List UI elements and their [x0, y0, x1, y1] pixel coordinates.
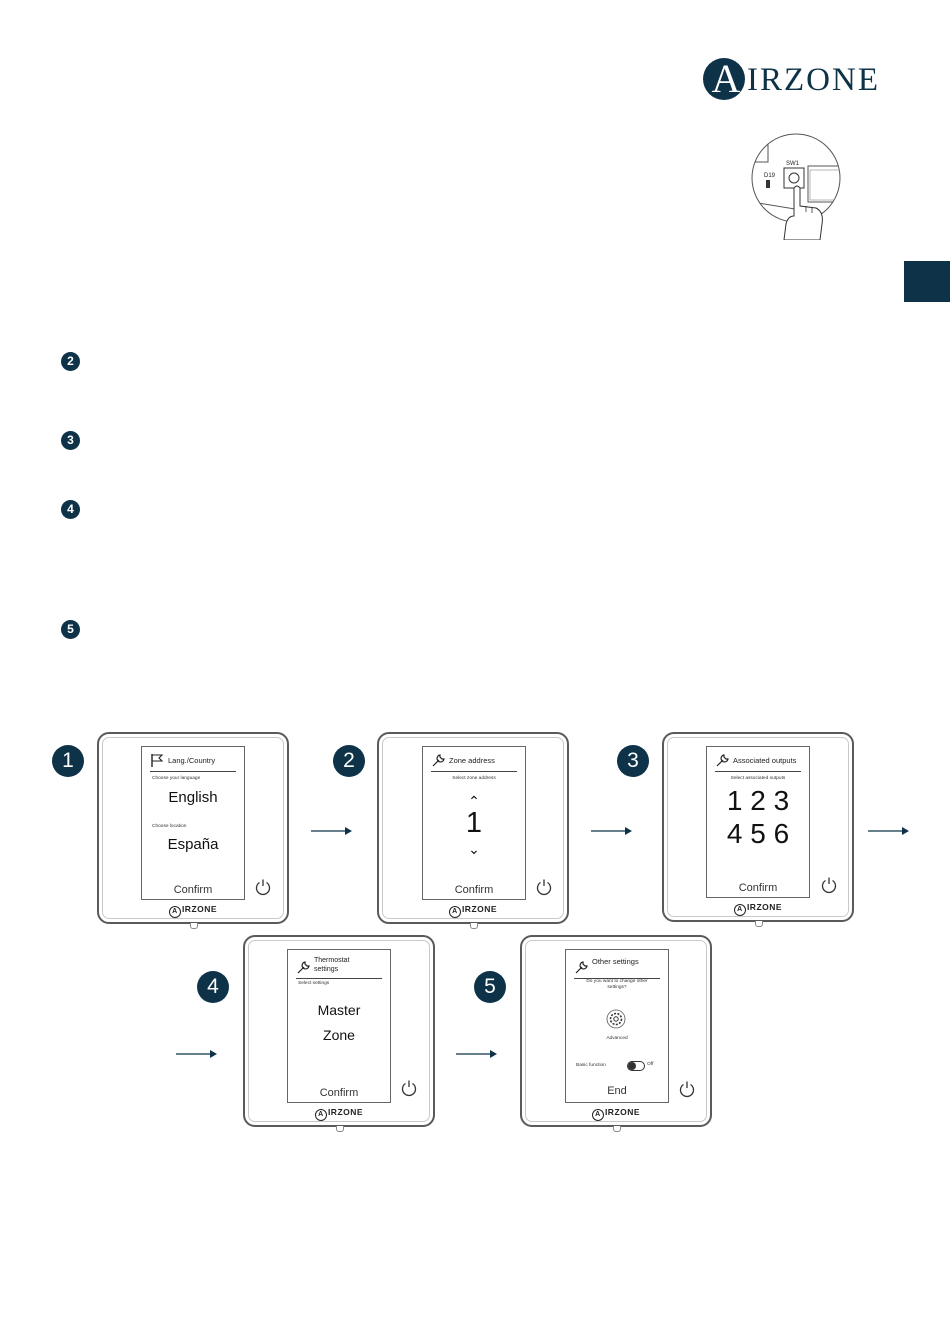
step-bullet-2: 2 — [61, 352, 80, 371]
thermostat-step-1: Lang./Country Choose your language Engli… — [97, 732, 289, 929]
wrench-icon — [432, 754, 445, 767]
power-icon[interactable] — [535, 878, 553, 896]
screen-title: Lang./Country — [168, 756, 216, 765]
question-line-1: Do you want to change other — [586, 979, 648, 984]
step-number-5: 5 — [474, 971, 506, 1003]
master-option[interactable]: Master — [317, 1002, 361, 1018]
location-value[interactable]: España — [167, 836, 219, 853]
power-icon[interactable] — [400, 1079, 418, 1097]
location-label: Choose location — [152, 824, 187, 829]
arrow-right-icon — [311, 827, 352, 835]
power-icon[interactable] — [820, 876, 838, 894]
zone-address-value: 1 — [465, 807, 483, 839]
basic-function-toggle[interactable] — [627, 1061, 645, 1071]
step-bullet-4: 4 — [61, 500, 80, 519]
switch-label: SW1 — [786, 161, 800, 167]
screen-subtitle: Select settings — [298, 981, 330, 986]
step-number-1: 1 — [52, 745, 84, 777]
arrow-right-icon — [591, 827, 632, 835]
airzone-logo: A IRZONE — [703, 56, 878, 104]
step-bullet-5: 5 — [61, 620, 80, 639]
thermostat-screen[interactable]: Zone address Select zone address ⌃ 1 ⌄ C… — [422, 746, 526, 900]
wrench-icon — [297, 961, 310, 974]
step-number-2: 2 — [333, 745, 365, 777]
wrench-icon — [716, 754, 729, 767]
flag-icon — [151, 754, 164, 767]
chevron-down-icon[interactable]: ⌄ — [468, 841, 480, 857]
confirm-button[interactable]: Confirm — [173, 884, 213, 896]
logo-circle — [703, 58, 745, 100]
confirm-button[interactable]: Confirm — [738, 882, 778, 894]
confirm-button[interactable]: Confirm — [454, 884, 494, 896]
power-icon[interactable] — [678, 1080, 696, 1098]
step-bullet-3: 3 — [61, 431, 80, 450]
end-button[interactable]: End — [607, 1085, 627, 1097]
logo-text: IRZONE — [747, 62, 880, 98]
thermostat-screen[interactable]: Lang./Country Choose your language Engli… — [141, 746, 245, 900]
arrow-right-icon — [868, 827, 909, 835]
logo-initial: A — [711, 56, 741, 101]
outputs-row-2[interactable]: 4 5 6 — [726, 818, 790, 849]
arrow-right-icon — [456, 1050, 497, 1058]
thermostat-step-3: Associated outputs Select associated out… — [662, 732, 854, 927]
sw1-press-illustration: D19 SW1 — [751, 133, 841, 240]
arrow-right-icon — [176, 1050, 217, 1058]
confirm-button[interactable]: Confirm — [319, 1087, 359, 1099]
thermostat-step-2: Zone address Select zone address ⌃ 1 ⌄ C… — [377, 732, 569, 929]
power-icon[interactable] — [254, 878, 272, 896]
chevron-up-icon[interactable]: ⌃ — [468, 793, 480, 809]
thermostat-screen[interactable]: Associated outputs Select associated out… — [706, 746, 810, 898]
screen-subtitle: Select zone address — [452, 776, 496, 781]
basic-function-label: Basic function — [576, 1063, 606, 1068]
screen-subtitle: Choose your language — [152, 776, 201, 781]
section-tab — [904, 261, 950, 302]
screen-subtitle: Select associated outputs — [730, 776, 786, 781]
thermostat-screen[interactable]: Other settings Do you want to change oth… — [565, 949, 669, 1103]
led-label: D19 — [764, 173, 776, 179]
outputs-row-1[interactable]: 1 2 3 — [726, 785, 790, 816]
zone-option[interactable]: Zone — [323, 1027, 355, 1043]
thermostat-step-5: Other settings Do you want to change oth… — [520, 935, 712, 1132]
wrench-icon — [575, 961, 588, 974]
advanced-gear-icon[interactable] — [606, 1009, 626, 1029]
screen-title: Other settings — [592, 957, 639, 966]
language-value[interactable]: English — [168, 789, 218, 806]
screen-title: Associated outputs — [733, 756, 797, 765]
step-number-4: 4 — [197, 971, 229, 1003]
screen-title: Zone address — [449, 756, 495, 765]
toggle-state-label: Off — [647, 1062, 654, 1067]
step-number-3: 3 — [617, 745, 649, 777]
question-line-2: settings? — [607, 985, 627, 990]
advanced-label: Advanced — [606, 1036, 628, 1041]
